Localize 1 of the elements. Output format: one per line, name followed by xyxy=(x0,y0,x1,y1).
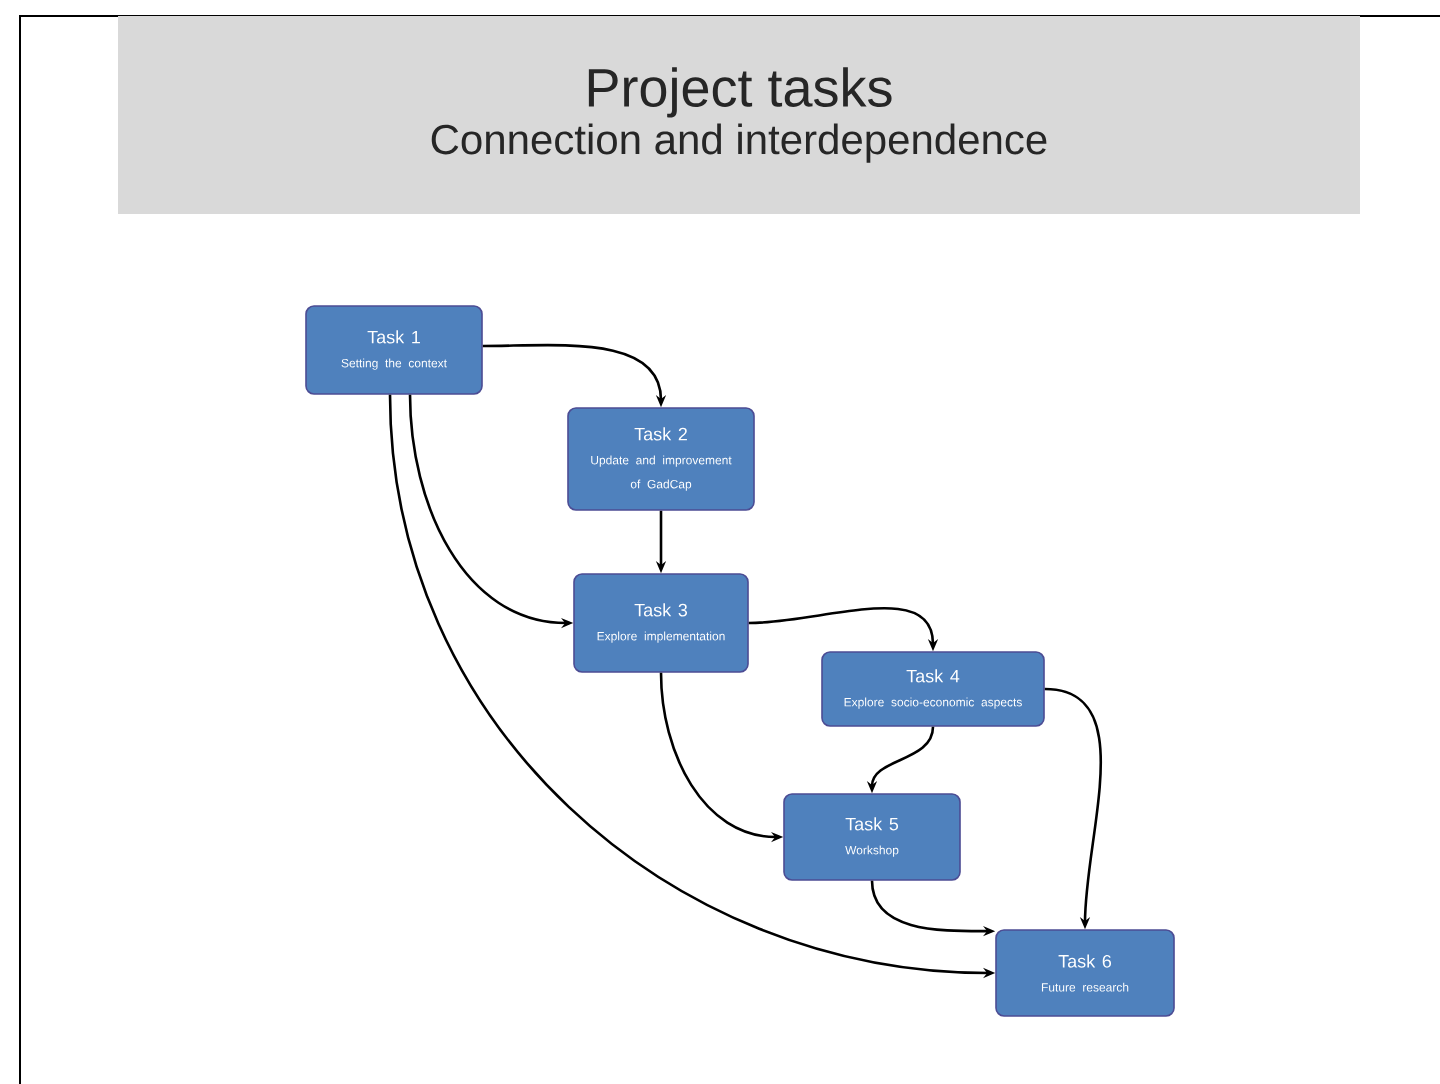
title-band: Project tasks Connection and interdependence xyxy=(118,16,1360,214)
